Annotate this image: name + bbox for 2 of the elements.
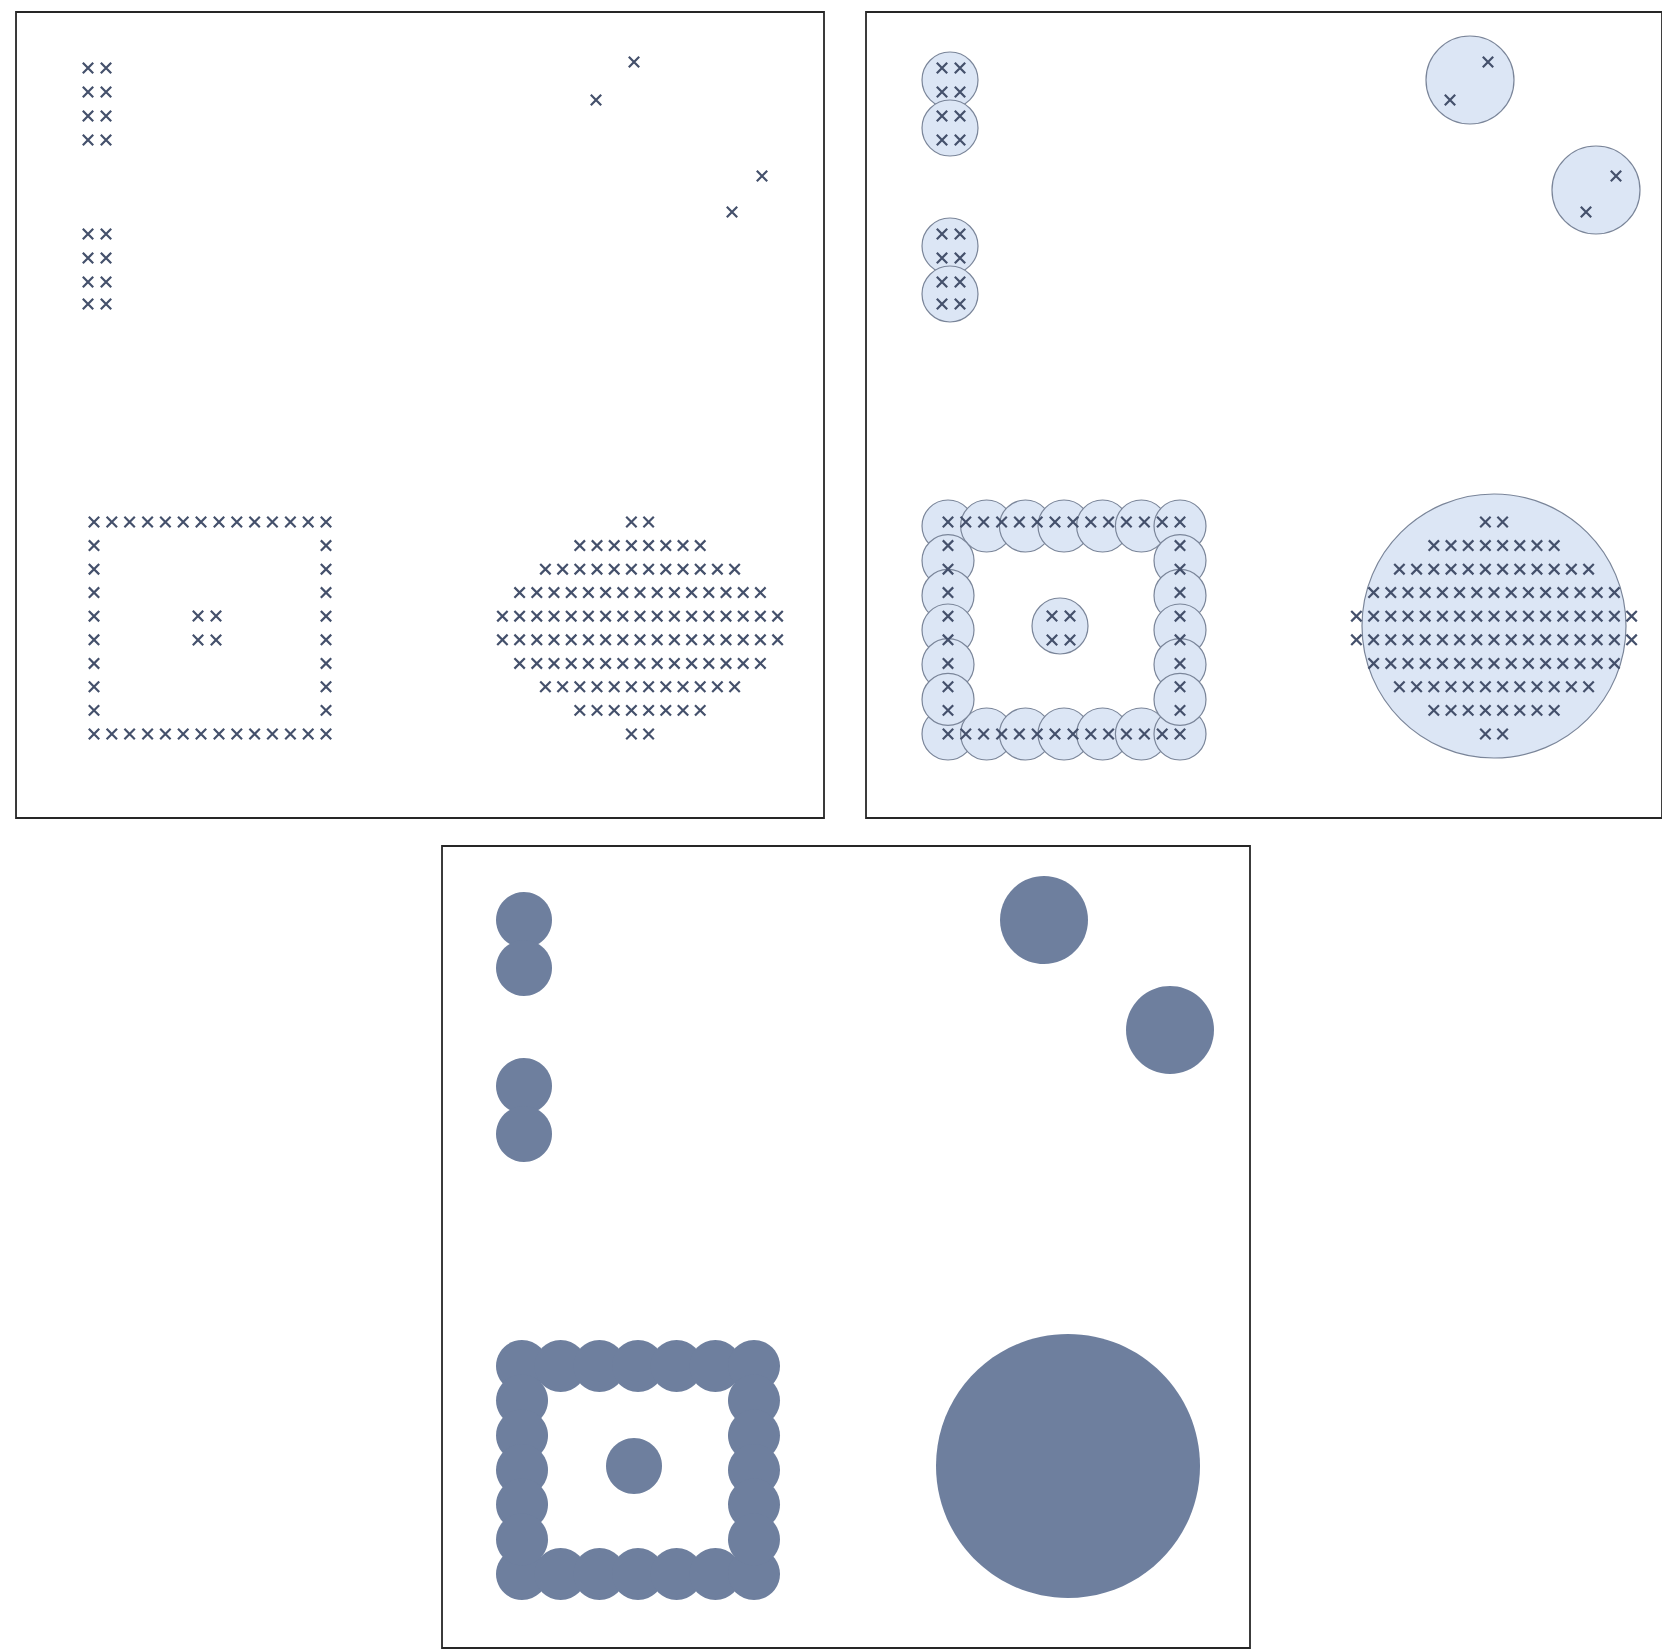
panel-frame bbox=[15, 11, 825, 819]
panel-frame bbox=[441, 845, 1251, 1649]
